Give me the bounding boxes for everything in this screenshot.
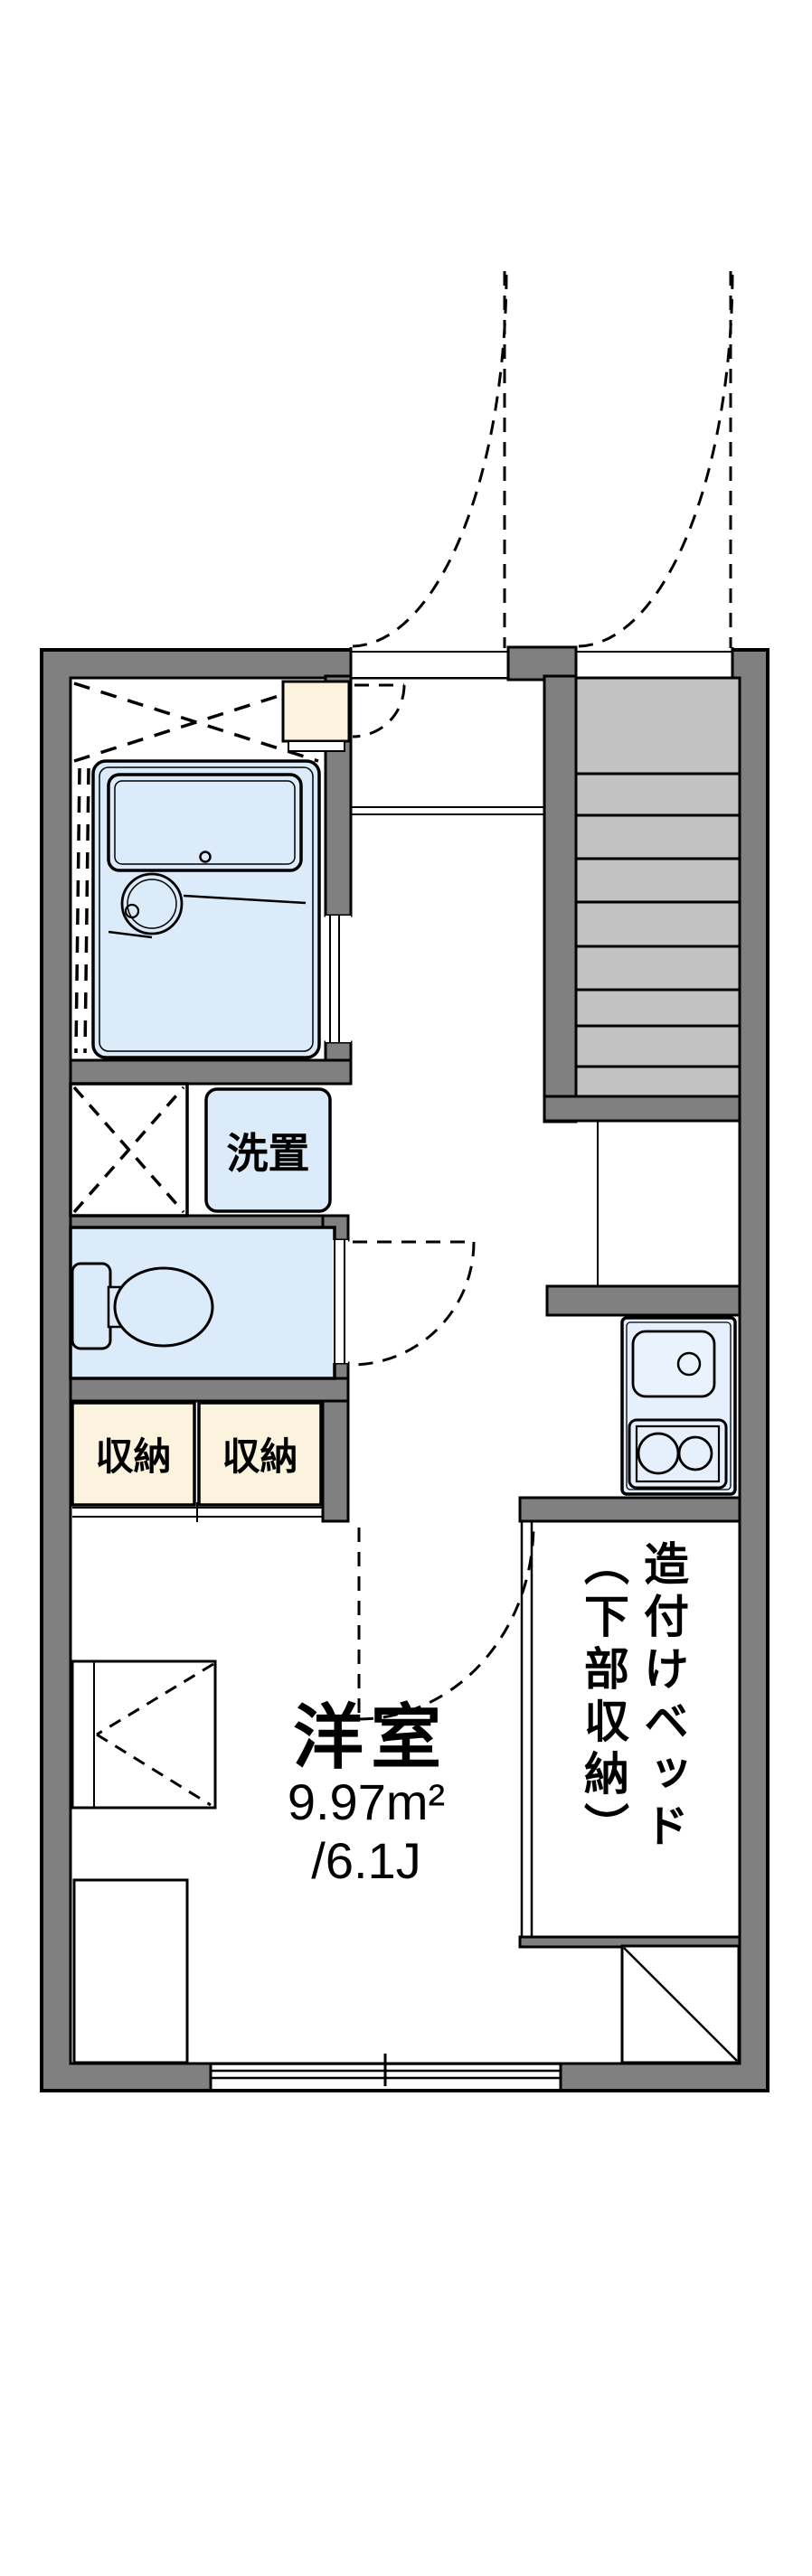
- room-name-label: 洋室: [292, 1697, 448, 1777]
- room-top-wall: [518, 1496, 741, 1523]
- toilet-bottom-wall: [69, 1377, 350, 1403]
- room-size-label: /6.1J: [311, 1831, 421, 1889]
- room-area-label: 9.97m²: [287, 1772, 446, 1830]
- kitchen: [620, 1316, 737, 1496]
- storage-closets: [71, 1401, 323, 1522]
- built-in-bed-label-col2: （下部収納）: [578, 1540, 628, 1855]
- room-door-arc: [358, 1524, 535, 1721]
- stair-door-arc: [578, 270, 734, 648]
- western-room: [71, 1521, 741, 2064]
- toilet-door-arc: [350, 1241, 476, 1367]
- bathtub-drain: [199, 851, 212, 863]
- kitchen-sink: [631, 1330, 716, 1398]
- bathtub: [107, 773, 303, 872]
- staircase: [574, 676, 741, 1098]
- entry-door-arc: [352, 270, 508, 648]
- built-in-bed-label-col1: 造付けベッド: [637, 1540, 688, 1855]
- kitchen-stove: [628, 1418, 728, 1490]
- built-in-bed-label: 造付けベッド （下部収納）: [561, 1537, 693, 1938]
- washer-stand-box: [204, 1087, 332, 1213]
- toilet-tank: [71, 1262, 112, 1350]
- water-heater-box: [281, 680, 351, 743]
- toilet-room: [69, 1226, 348, 1380]
- door-swings: [350, 270, 734, 1721]
- washer-stand-label: 洗置: [226, 1129, 310, 1177]
- stove-burner-right: [677, 1435, 713, 1471]
- storage-right-label: 収納: [222, 1435, 298, 1478]
- bath-sink: [120, 872, 184, 935]
- bed: [71, 1659, 217, 1810]
- entry-inner-door-arc: [352, 684, 406, 738]
- wall-openings: [209, 647, 734, 2091]
- stair-bottom-wall: [543, 1095, 741, 1123]
- kitchen-top-wall: [545, 1284, 741, 1317]
- bath-sink-faucet: [124, 903, 140, 919]
- kitchen-faucet: [676, 1351, 702, 1377]
- storage-box-right: [197, 1401, 323, 1507]
- stair-divider-wall: [543, 674, 578, 1123]
- storage-box-left: [71, 1401, 196, 1507]
- entry-hall: [351, 806, 599, 1286]
- bathroom-bottom-wall: [69, 1058, 353, 1086]
- desk: [72, 1878, 189, 2064]
- toilet-top-wall: [69, 1214, 350, 1229]
- toilet-bowl: [113, 1266, 214, 1348]
- laundry-area: [69, 1082, 332, 1217]
- storage-left-label: 収納: [95, 1435, 172, 1478]
- bathroom: [73, 680, 351, 1059]
